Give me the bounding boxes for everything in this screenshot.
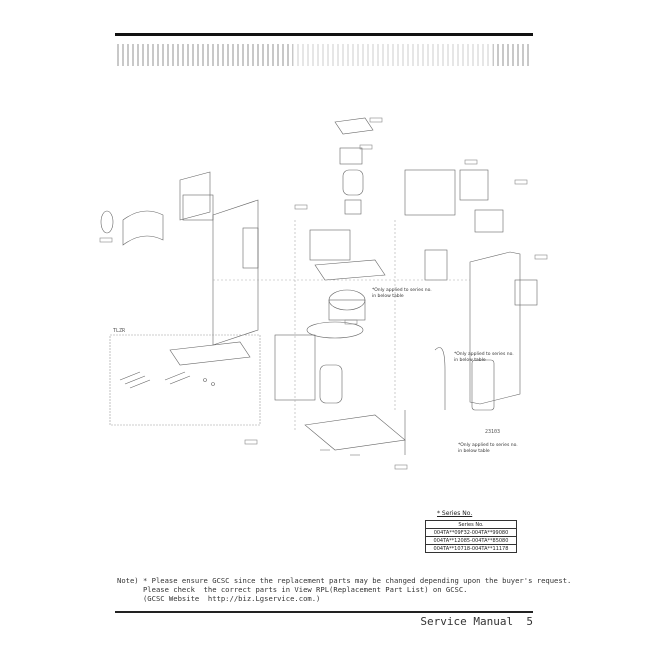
exploded-view-diagram: TLZR 23103 (99, 117, 548, 470)
footer-label: Service Manual (420, 615, 514, 628)
part-pcb-box (404, 169, 456, 216)
callout-note-1: *Only applied to series no. in below tab… (372, 288, 432, 299)
part-front-panel (469, 251, 521, 405)
series-table-row: 004TA**10718-004TA**11178 (425, 544, 517, 553)
bottom-rule (115, 611, 533, 613)
part-kit-brackets (164, 371, 191, 385)
page-footer: Service Manual 5 (420, 615, 533, 628)
window-kit-box (109, 334, 261, 426)
part-window-slider (169, 341, 251, 366)
part-exhaust-hose (122, 210, 164, 246)
part-evaporator (309, 229, 351, 261)
series-table-header: Series No. (425, 520, 517, 529)
series-table-row: 004TA**09F32-004TA**99080 (425, 528, 517, 537)
series-table-row: 004TA**12085-004TA**85080 (425, 536, 517, 545)
part-motor-cover (339, 147, 363, 165)
part-remote-control (471, 359, 495, 411)
part-side-panel (212, 199, 259, 346)
part-base-pan (304, 414, 406, 451)
series-table-title: * Series No. (437, 510, 473, 517)
note-line: (GCSC Website http://biz.Lgservice.com.) (117, 594, 321, 603)
part-drain-pipe (434, 347, 446, 410)
remote-label: 23103 (485, 429, 500, 435)
note-line: Please check the correct parts in View R… (117, 585, 468, 594)
part-filter (179, 171, 211, 221)
kit-label: TLZR (113, 328, 126, 334)
part-hose-end (100, 210, 114, 234)
section-header-banner (117, 44, 531, 66)
part-bracket (474, 209, 504, 233)
part-fan-shroud (306, 321, 364, 339)
part-side-grille (514, 279, 538, 306)
callout-note-2: *Only applied to series no. in below tab… (454, 352, 514, 363)
part-compressor (319, 364, 343, 404)
part-fan (342, 169, 364, 196)
part-switch-cover (459, 169, 489, 201)
part-grille (424, 249, 448, 281)
note-line: Note) * Please ensure GCSC since the rep… (117, 576, 572, 585)
callout-note-3: *Only applied to series no. in below tab… (458, 443, 518, 454)
note-block: Note) * Please ensure GCSC since the rep… (117, 576, 571, 603)
part-base-tray (314, 259, 386, 281)
top-rule (115, 33, 533, 36)
page-number: 5 (526, 615, 533, 628)
part-kit-rails (119, 371, 151, 389)
part-control-box (242, 227, 259, 269)
part-screws (203, 378, 207, 382)
part-filter-frame (182, 194, 214, 221)
part-top-cover (334, 117, 374, 135)
part-caster (320, 449, 360, 456)
part-motor (344, 199, 362, 215)
series-number-table: * Series No. Series No. 004TA**09F32-004… (425, 510, 517, 553)
